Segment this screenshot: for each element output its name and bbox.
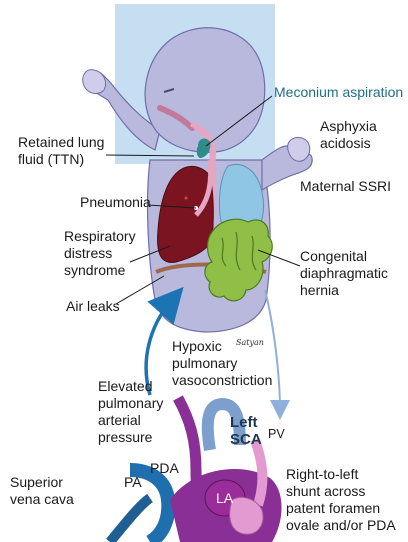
label-pa: PA: [124, 474, 142, 491]
label-svc: Superior vena cava: [10, 474, 74, 508]
label-pv: PV: [268, 426, 285, 443]
label-rds: Respiratory distress syndrome: [64, 228, 136, 279]
artist-signature: Satyan: [236, 334, 264, 351]
label-leftsca: Left SCA: [230, 414, 262, 448]
svc-vessel: [110, 498, 150, 542]
label-asphyxia: Asphyxia acidosis: [320, 118, 377, 152]
label-cdh: Congenital diaphragmatic hernia: [300, 248, 388, 299]
label-epap: Elevated pulmonary arterial pressure: [98, 378, 163, 446]
label-pda: PDA: [150, 460, 179, 477]
label-meconium: Meconium aspiration: [274, 84, 403, 101]
label-la: LA: [216, 490, 233, 507]
label-pneumonia: Pneumonia: [80, 194, 151, 211]
label-airleaks: Air leaks: [66, 298, 120, 315]
label-ssri: Maternal SSRI: [300, 178, 391, 195]
pneumonia-spot-2: [185, 197, 188, 200]
label-shunt: Right-to-left shunt across patent forame…: [286, 466, 396, 534]
label-ttn: Retained lung fluid (TTN): [18, 134, 104, 168]
